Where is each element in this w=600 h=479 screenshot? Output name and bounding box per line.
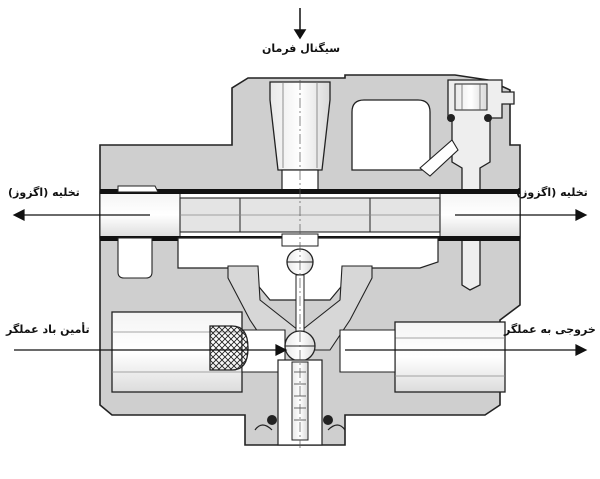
exhaust-left-label: تخلیه (اگزوز) bbox=[8, 186, 80, 199]
output-label: خروجی به عملگر bbox=[504, 323, 596, 336]
exhaust-right-label: تخلیه (اگزوز) bbox=[516, 186, 588, 199]
output-arrow bbox=[345, 344, 588, 356]
supply-filter bbox=[209, 325, 249, 371]
signal-label: سیگنال فرمان bbox=[262, 42, 341, 55]
exhaust-right-arrow bbox=[455, 209, 588, 221]
upper-diaphragm bbox=[100, 189, 520, 194]
signal-arrow bbox=[293, 8, 307, 40]
output-port-bore bbox=[394, 321, 506, 393]
exhaust-left-arrow bbox=[12, 209, 150, 221]
upper-right-cavity bbox=[351, 99, 431, 171]
supply-arrow bbox=[14, 344, 288, 356]
supply-label: تأمین باد عملگر bbox=[6, 323, 90, 336]
